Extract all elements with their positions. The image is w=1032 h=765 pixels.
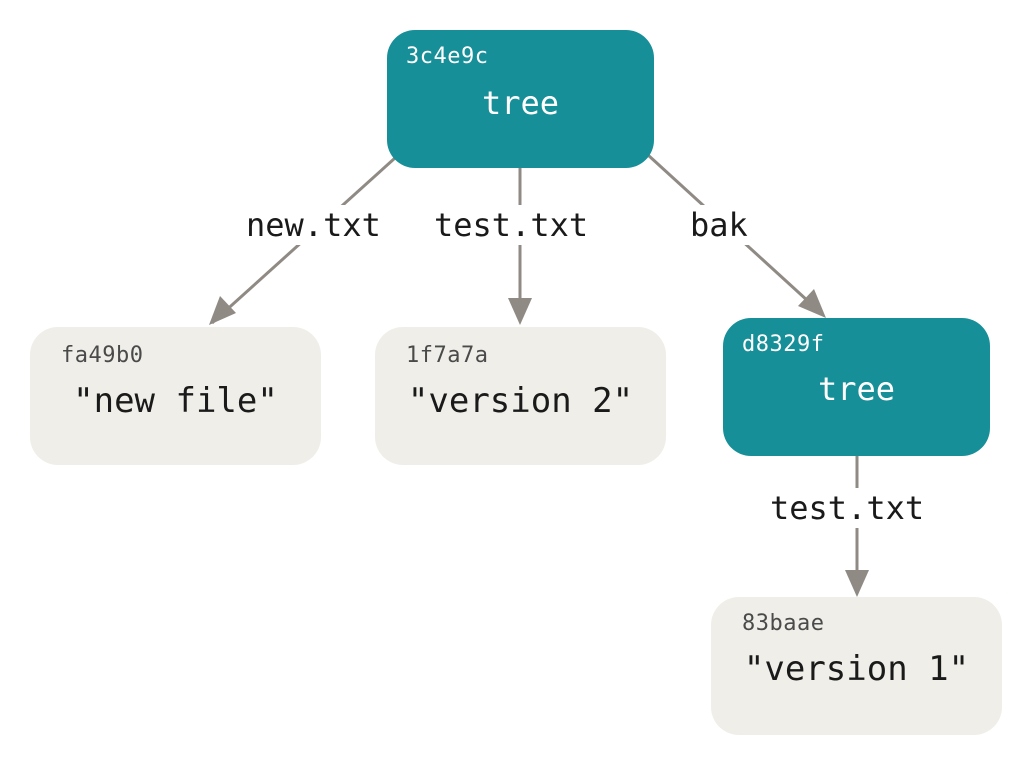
arrowhead-new-file bbox=[209, 296, 236, 325]
bak-tree-node: d8329f tree bbox=[723, 318, 990, 456]
blob-version2-content: "version 2" bbox=[407, 381, 634, 421]
blob-new-file-hash: fa49b0 bbox=[61, 343, 144, 368]
root-tree-label: tree bbox=[481, 84, 560, 122]
blob-version2-hash: 1f7a7a bbox=[406, 343, 489, 368]
root-tree-node: 3c4e9c tree bbox=[387, 30, 654, 168]
blob-new-file-content: "new file" bbox=[73, 381, 278, 421]
blob-version2-node: 1f7a7a "version 2" bbox=[375, 327, 666, 465]
arrowhead-version2 bbox=[508, 298, 532, 325]
arrowhead-version1 bbox=[845, 570, 869, 597]
blob-version1-hash: 83baae bbox=[742, 611, 825, 636]
root-tree-hash: 3c4e9c bbox=[406, 44, 489, 69]
blob-new-file-node: fa49b0 "new file" bbox=[30, 327, 321, 465]
bak-tree-hash: d8329f bbox=[742, 332, 825, 357]
edge-label-test-txt: test.txt bbox=[428, 205, 595, 245]
edge-label-new-txt: new.txt bbox=[240, 205, 387, 245]
edge-label-bak-test-txt: test.txt bbox=[764, 488, 931, 528]
blob-version1-node: 83baae "version 1" bbox=[711, 597, 1002, 735]
bak-tree-label: tree bbox=[817, 370, 896, 408]
blob-version1-content: "version 1" bbox=[743, 649, 970, 689]
edge-label-bak: bak bbox=[684, 205, 754, 245]
arrowhead-bak bbox=[798, 289, 826, 318]
